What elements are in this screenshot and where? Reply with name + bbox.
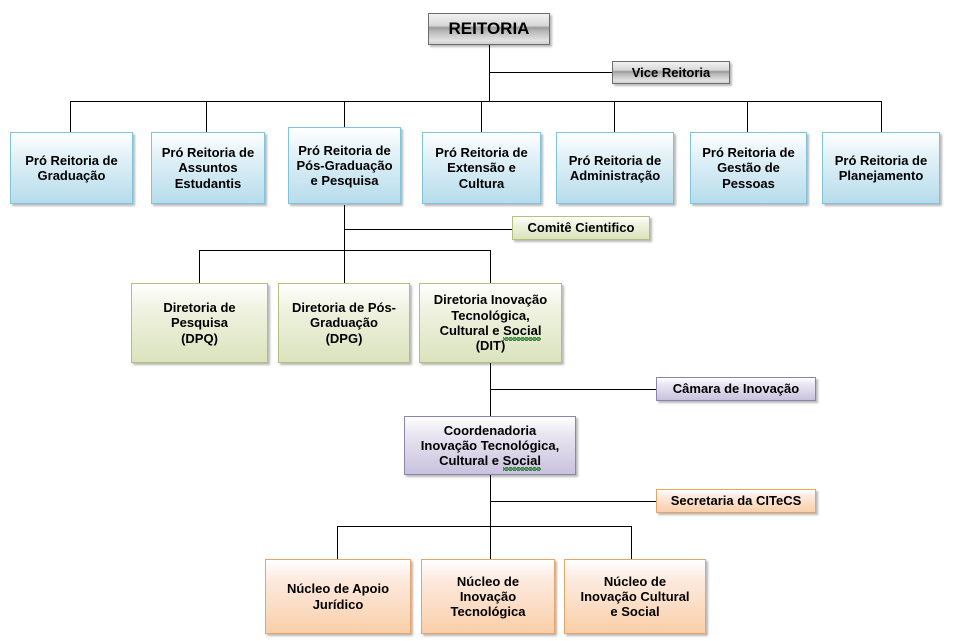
connector-coord-down: [490, 475, 491, 526]
connector-camara-inovacao: [490, 389, 656, 390]
dit-flagged-word: Social: [503, 323, 542, 342]
node-nucleo-inovacao-tecnologica[interactable]: Núcleo de Inovação Tecnológica: [421, 559, 555, 634]
node-coordenadoria-citecs[interactable]: Coordenadoria Inovação Tecnológica, Cult…: [404, 416, 576, 475]
connector-bus-pro-reitorias: [70, 101, 882, 102]
connector-drop-pr-3: [344, 101, 345, 132]
node-nucleo-inovacao-cultural-social[interactable]: Núcleo de Inovação Cultural e Social: [564, 559, 706, 634]
connector-drop-pr-4: [481, 101, 482, 132]
node-secretaria-citecs[interactable]: Secretaria da CITeCS: [656, 489, 816, 513]
coordenadoria-line-3: Cultural e Social: [439, 453, 542, 472]
connector-drop-dir-2: [344, 250, 345, 283]
dit-line-4: (DIT): [475, 338, 506, 354]
connector-comite-cientifico: [344, 229, 512, 230]
connector-bus-nucleos: [337, 526, 631, 527]
dit-line-1: Diretoria Inovação: [433, 292, 548, 308]
dit-line-3-text: Cultural e: [439, 323, 504, 338]
coordenadoria-line-1: Coordenadoria: [443, 422, 537, 438]
node-pro-reitoria-gestao-pessoas[interactable]: Pró Reitoria de Gestão de Pessoas: [690, 132, 807, 204]
connector-drop-pr-5: [614, 101, 615, 132]
connector-secretaria: [490, 501, 656, 502]
node-pro-reitoria-administracao[interactable]: Pró Reitoria de Administração: [556, 132, 674, 204]
node-vice-reitoria[interactable]: Vice Reitoria: [612, 61, 730, 84]
dit-line-2: Tecnológica,: [451, 307, 530, 323]
node-nucleo-apoio-juridico[interactable]: Núcleo de Apoio Jurídico: [265, 559, 411, 634]
connector-reitoria-vice: [489, 72, 612, 73]
connector-ppg-down: [344, 205, 345, 251]
node-diretoria-pesquisa[interactable]: Diretoria de Pesquisa (DPQ): [131, 283, 268, 363]
coordenadoria-line-3-text: Cultural e: [439, 453, 503, 469]
connector-drop-dir-1: [199, 250, 200, 283]
node-camara-inovacao[interactable]: Câmara de Inovação: [656, 377, 816, 401]
connector-reitoria-down: [489, 45, 490, 102]
node-pro-reitoria-extensao-cultura[interactable]: Pró Reitoria de Extensão e Cultura: [422, 132, 541, 204]
connector-drop-pr-1: [70, 101, 71, 132]
node-pro-reitoria-graduacao[interactable]: Pró Reitoria de Graduação: [10, 132, 133, 204]
node-pro-reitoria-pos-graduacao-pesquisa[interactable]: Pró Reitoria de Pós-Graduação e Pesquisa: [288, 127, 401, 204]
node-diretoria-inovacao-tecnologica[interactable]: Diretoria Inovação Tecnológica, Cultural…: [419, 283, 562, 363]
connector-bus-diretorias: [199, 250, 491, 251]
connector-drop-nuc-3: [631, 526, 632, 559]
node-pro-reitoria-assuntos-estudantis[interactable]: Pró Reitoria de Assuntos Estudantis: [151, 132, 265, 204]
connector-drop-pr-2: [206, 101, 207, 132]
coordenadoria-flagged-word: Social: [502, 453, 542, 472]
node-pro-reitoria-planejamento[interactable]: Pró Reitoria de Planejamento: [822, 132, 940, 204]
coordenadoria-line-2: Inovação Tecnológica,: [420, 437, 560, 453]
node-reitoria[interactable]: REITORIA: [428, 13, 550, 45]
connector-drop-nuc-1: [337, 526, 338, 559]
dit-line-3: Cultural e Social: [439, 323, 542, 342]
node-diretoria-pos-graduacao[interactable]: Diretoria de Pós- Graduação (DPG): [278, 283, 410, 363]
connector-drop-dir-3: [490, 250, 491, 283]
node-comite-cientifico[interactable]: Comitê Cientifico: [512, 216, 650, 240]
connector-drop-pr-6: [747, 101, 748, 132]
connector-drop-pr-7: [881, 101, 882, 132]
connector-drop-nuc-2: [490, 526, 491, 559]
